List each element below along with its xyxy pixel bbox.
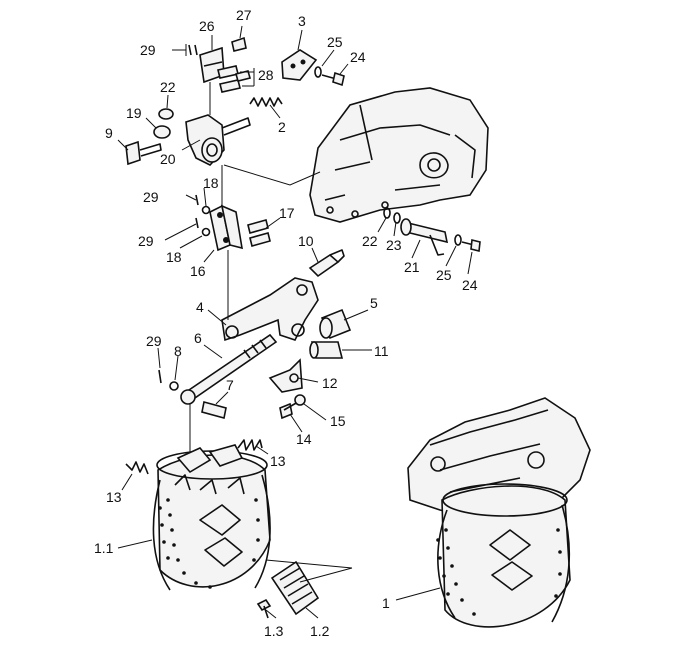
rod-6 — [180, 333, 278, 405]
pins-28 — [217, 65, 251, 93]
washer-25a — [314, 66, 322, 78]
screw-24b — [461, 239, 481, 252]
washer-8 — [169, 381, 179, 391]
bushing-27 — [231, 36, 247, 52]
screw-1-3 — [256, 598, 272, 619]
callout-24: 24 — [462, 277, 478, 293]
callout-26: 26 — [199, 18, 215, 34]
screw-14 — [279, 401, 299, 420]
callout-25: 25 — [327, 34, 343, 50]
shaft-21 — [400, 218, 449, 256]
nut-15 — [294, 394, 306, 406]
washer-18a — [201, 205, 211, 215]
link-16 — [209, 204, 243, 252]
callout-17: 17 — [279, 205, 295, 221]
valve-body-housing — [309, 87, 489, 223]
leader-lines — [117, 25, 473, 619]
callout-4: 4 — [196, 299, 204, 315]
spring-13a — [125, 461, 149, 475]
callout-21: 21 — [404, 259, 420, 275]
callout-10: 10 — [298, 233, 314, 249]
callout-1-1: 1.1 — [94, 540, 114, 556]
assembly-lines — [189, 82, 321, 452]
callout-20: 20 — [160, 151, 176, 167]
pin-11 — [309, 341, 344, 359]
washer-18b — [201, 227, 211, 237]
callout-15: 15 — [330, 413, 346, 429]
callout-18: 18 — [203, 175, 219, 191]
pins-17 — [247, 219, 271, 247]
cotter-pin-29c — [195, 217, 199, 229]
washer-22a — [158, 108, 174, 120]
bracket-3 — [281, 49, 318, 81]
pin-7 — [201, 401, 227, 419]
callout-5: 5 — [370, 295, 378, 311]
cotter-pins-29a — [188, 44, 198, 56]
callout-2: 2 — [278, 119, 286, 135]
callout-22: 22 — [362, 233, 378, 249]
spring-2 — [249, 97, 283, 107]
callout-1-3: 1.3 — [264, 623, 284, 639]
lever-20 — [185, 114, 251, 166]
cotter-pin-29b — [195, 194, 199, 206]
callout-12: 12 — [322, 375, 338, 391]
callout-29: 29 — [143, 189, 159, 205]
callout-13: 13 — [270, 453, 286, 469]
callout-18: 18 — [166, 249, 182, 265]
washer-22b — [383, 207, 391, 219]
callout-16: 16 — [190, 263, 206, 279]
callout-25: 25 — [436, 267, 452, 283]
callout-7: 7 — [226, 377, 234, 393]
washer-23 — [393, 212, 401, 224]
bolt-9 — [125, 140, 162, 166]
callout-27: 27 — [236, 7, 252, 23]
assembled-brake-unit-1 — [407, 397, 591, 628]
pin-10 — [308, 249, 345, 278]
callout-1: 1 — [382, 595, 390, 611]
callout-8: 8 — [174, 343, 182, 359]
callout-19: 19 — [126, 105, 142, 121]
bracket-12 — [268, 358, 303, 393]
callout-29: 29 — [146, 333, 162, 349]
nut-19 — [153, 125, 171, 139]
unit-band-holes — [436, 528, 562, 616]
callout-23: 23 — [386, 237, 402, 253]
callout-1-2: 1.2 — [310, 623, 330, 639]
cotter-pin-29d — [158, 369, 162, 384]
callout-29: 29 — [140, 42, 156, 58]
friction-pad-1-2 — [270, 560, 320, 616]
pin-25b — [454, 234, 462, 246]
callout-24: 24 — [350, 49, 366, 65]
band-holes — [158, 498, 260, 589]
spring-13b — [237, 439, 263, 451]
callout-3: 3 — [298, 13, 306, 29]
brake-band-1-1 — [152, 444, 271, 591]
callout-6: 6 — [194, 330, 202, 346]
callout-13: 13 — [106, 489, 122, 505]
callout-labels: 29 26 27 3 25 24 28 2 22 19 9 20 29 18 1… — [94, 7, 478, 639]
callout-22: 22 — [160, 79, 176, 95]
callout-29: 29 — [138, 233, 154, 249]
callout-14: 14 — [296, 431, 312, 447]
lever-4 — [221, 277, 319, 342]
callout-9: 9 — [105, 125, 113, 141]
roller-5 — [319, 308, 352, 340]
callout-11: 11 — [374, 343, 389, 359]
pad-pointer-line — [265, 559, 353, 583]
callout-28: 28 — [258, 67, 274, 83]
screw-24a — [321, 71, 345, 87]
